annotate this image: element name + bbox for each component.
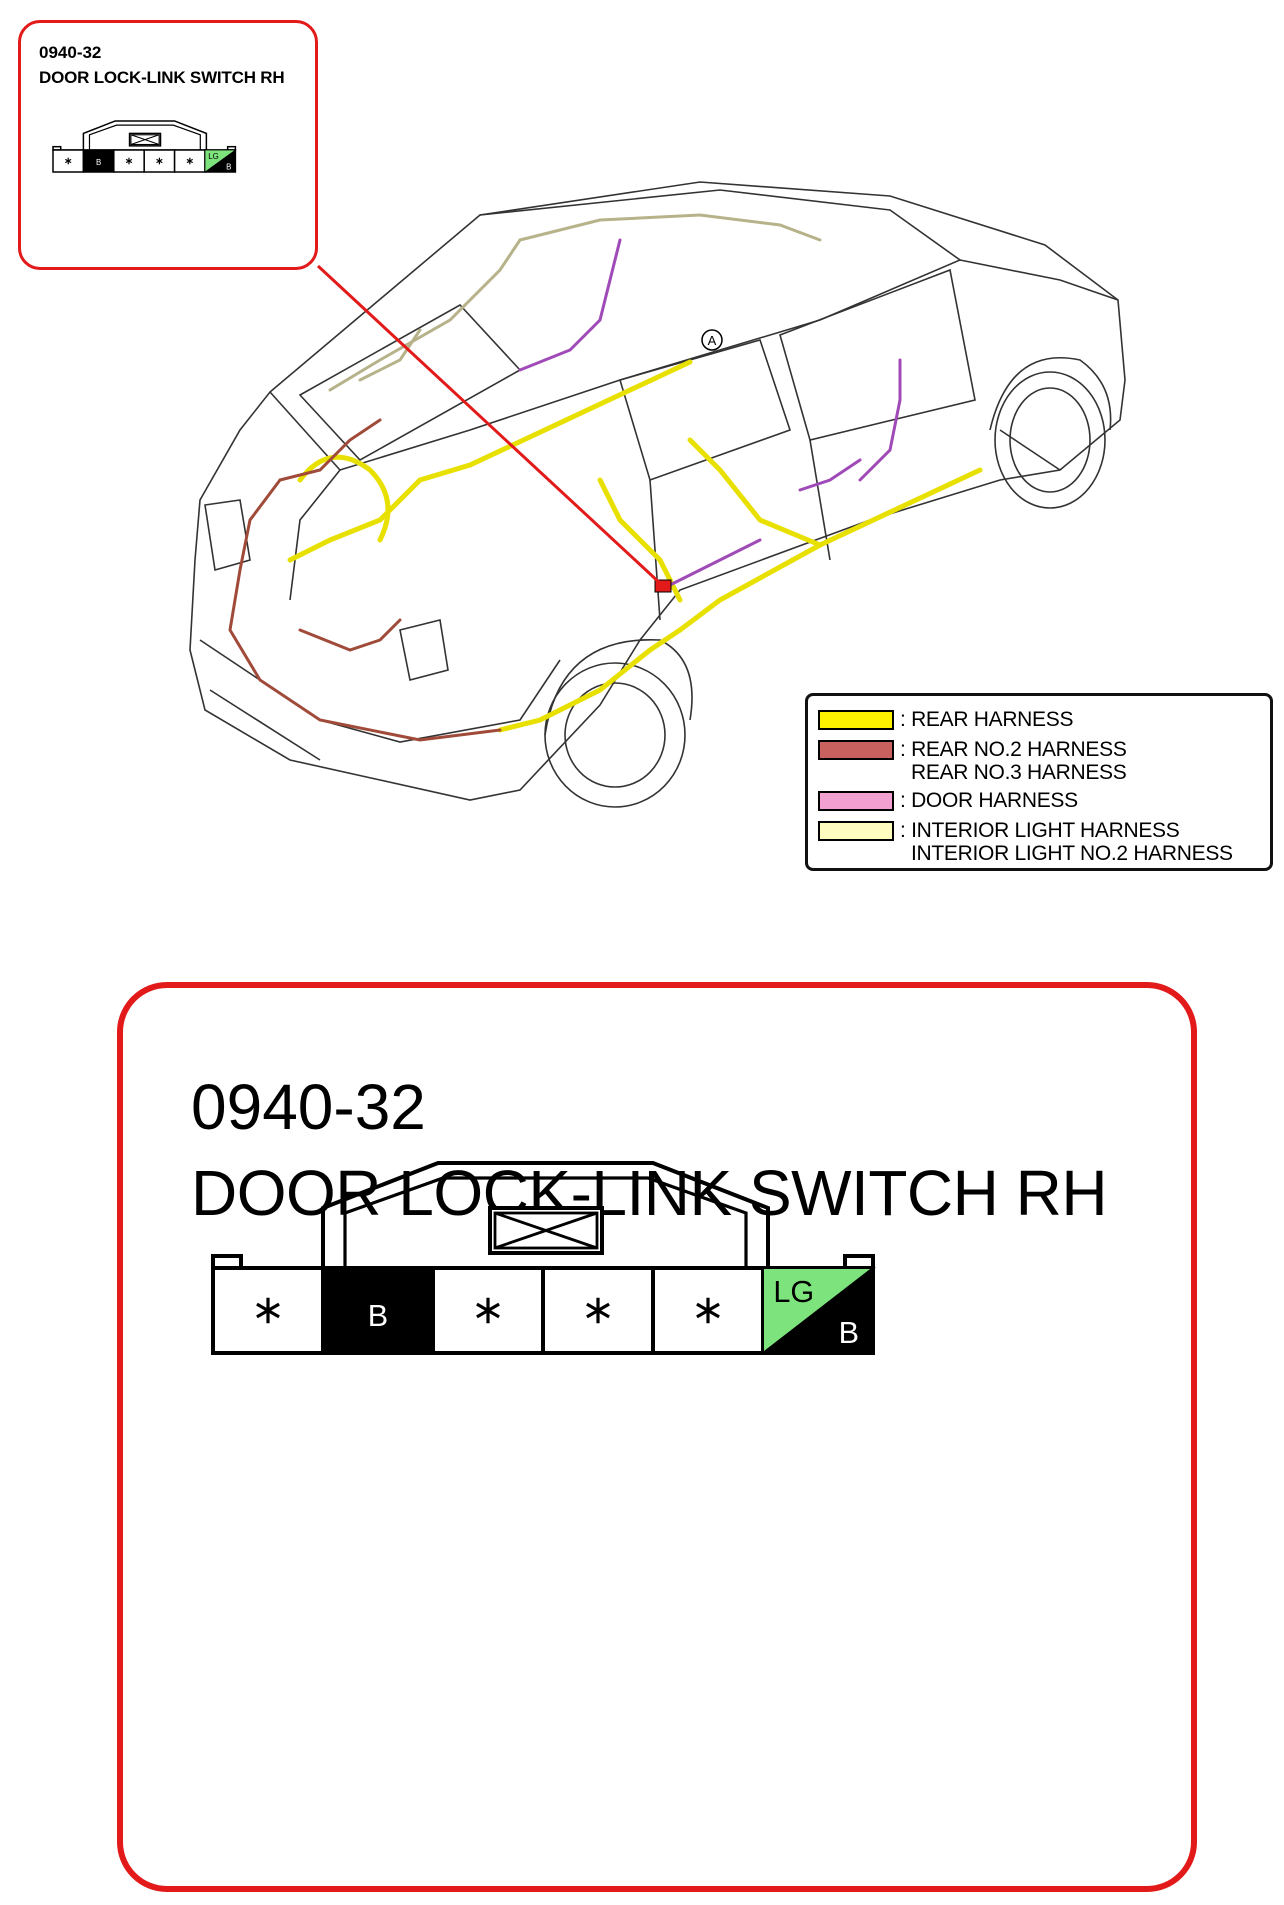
pin-asterisk [186,157,193,165]
connector-pin-2: B [82,149,115,173]
legend-item-door-harness: : DOOR HARNESS [818,789,1078,812]
connector-code-large: 0940-32 [191,1071,426,1143]
connector-hood [321,1161,770,1268]
connector-diagram-large: B LG B [211,1161,876,1356]
connector-pin-2: B [321,1266,435,1355]
connector-callout-small: 0940-32 DOOR LOCK-LINK SWITCH RH B LG B [18,20,318,270]
reference-marker-label: A [708,333,717,348]
pin-asterisk [125,157,133,165]
connector-pin-5 [651,1266,765,1355]
legend-label: : REAR HARNESS [900,708,1074,731]
connector-pin-1 [52,149,85,173]
connector-lock-inner [493,1211,599,1250]
pin-label-b: B [226,162,231,171]
pin-asterisk [65,157,72,165]
connector-hood [82,120,208,150]
connector-pin-4 [143,149,176,173]
connector-diagram-small: B LG B [52,120,237,173]
pin-cell-lg [204,149,237,173]
legend-swatch [818,791,894,811]
pin-asterisk [256,1297,280,1324]
connector-pin-4 [541,1266,655,1355]
connector-name-small: DOOR LOCK-LINK SWITCH RH [39,68,285,87]
connector-pin-3 [113,149,145,173]
pin-label-lg: LG [208,152,219,161]
legend-swatch [818,710,894,730]
pin-asterisk [476,1297,500,1324]
connector-pin-1 [211,1266,325,1355]
pin-asterisk [586,1297,610,1324]
connector-pin-6: LG B [761,1266,876,1356]
legend-item-rear-harness: : REAR HARNESS [818,708,1073,731]
pin-asterisk [156,157,163,165]
vehicle-wiring-diagram: A [189,181,1126,808]
connector-face: B LG B [52,120,237,173]
pin-label-lg: LG [773,1275,814,1309]
connector-face: B LG B [211,1161,876,1356]
pin-label: B [368,1299,388,1333]
pin-cell-lg [762,1267,876,1356]
legend-swatch [818,740,894,760]
pin-asterisk [696,1297,720,1324]
legend-label: : DOOR HARNESS [900,789,1078,812]
pin-label: B [96,158,101,167]
circle-marker [701,329,723,351]
connector-lock-cross [494,1211,598,1250]
pin-label-b: B [839,1316,859,1350]
legend-swatch [818,821,894,841]
connector-pin-3 [431,1266,545,1355]
connector-lock-inner [130,134,160,145]
connector-hood-inner [343,1176,748,1268]
connector-pin-5 [173,149,206,173]
connector-lock-cross [130,134,160,145]
connector-pin-6: LG B [204,149,237,173]
connector-hood-inner [88,124,201,150]
connector-code-small: 0940-32 [39,43,102,62]
